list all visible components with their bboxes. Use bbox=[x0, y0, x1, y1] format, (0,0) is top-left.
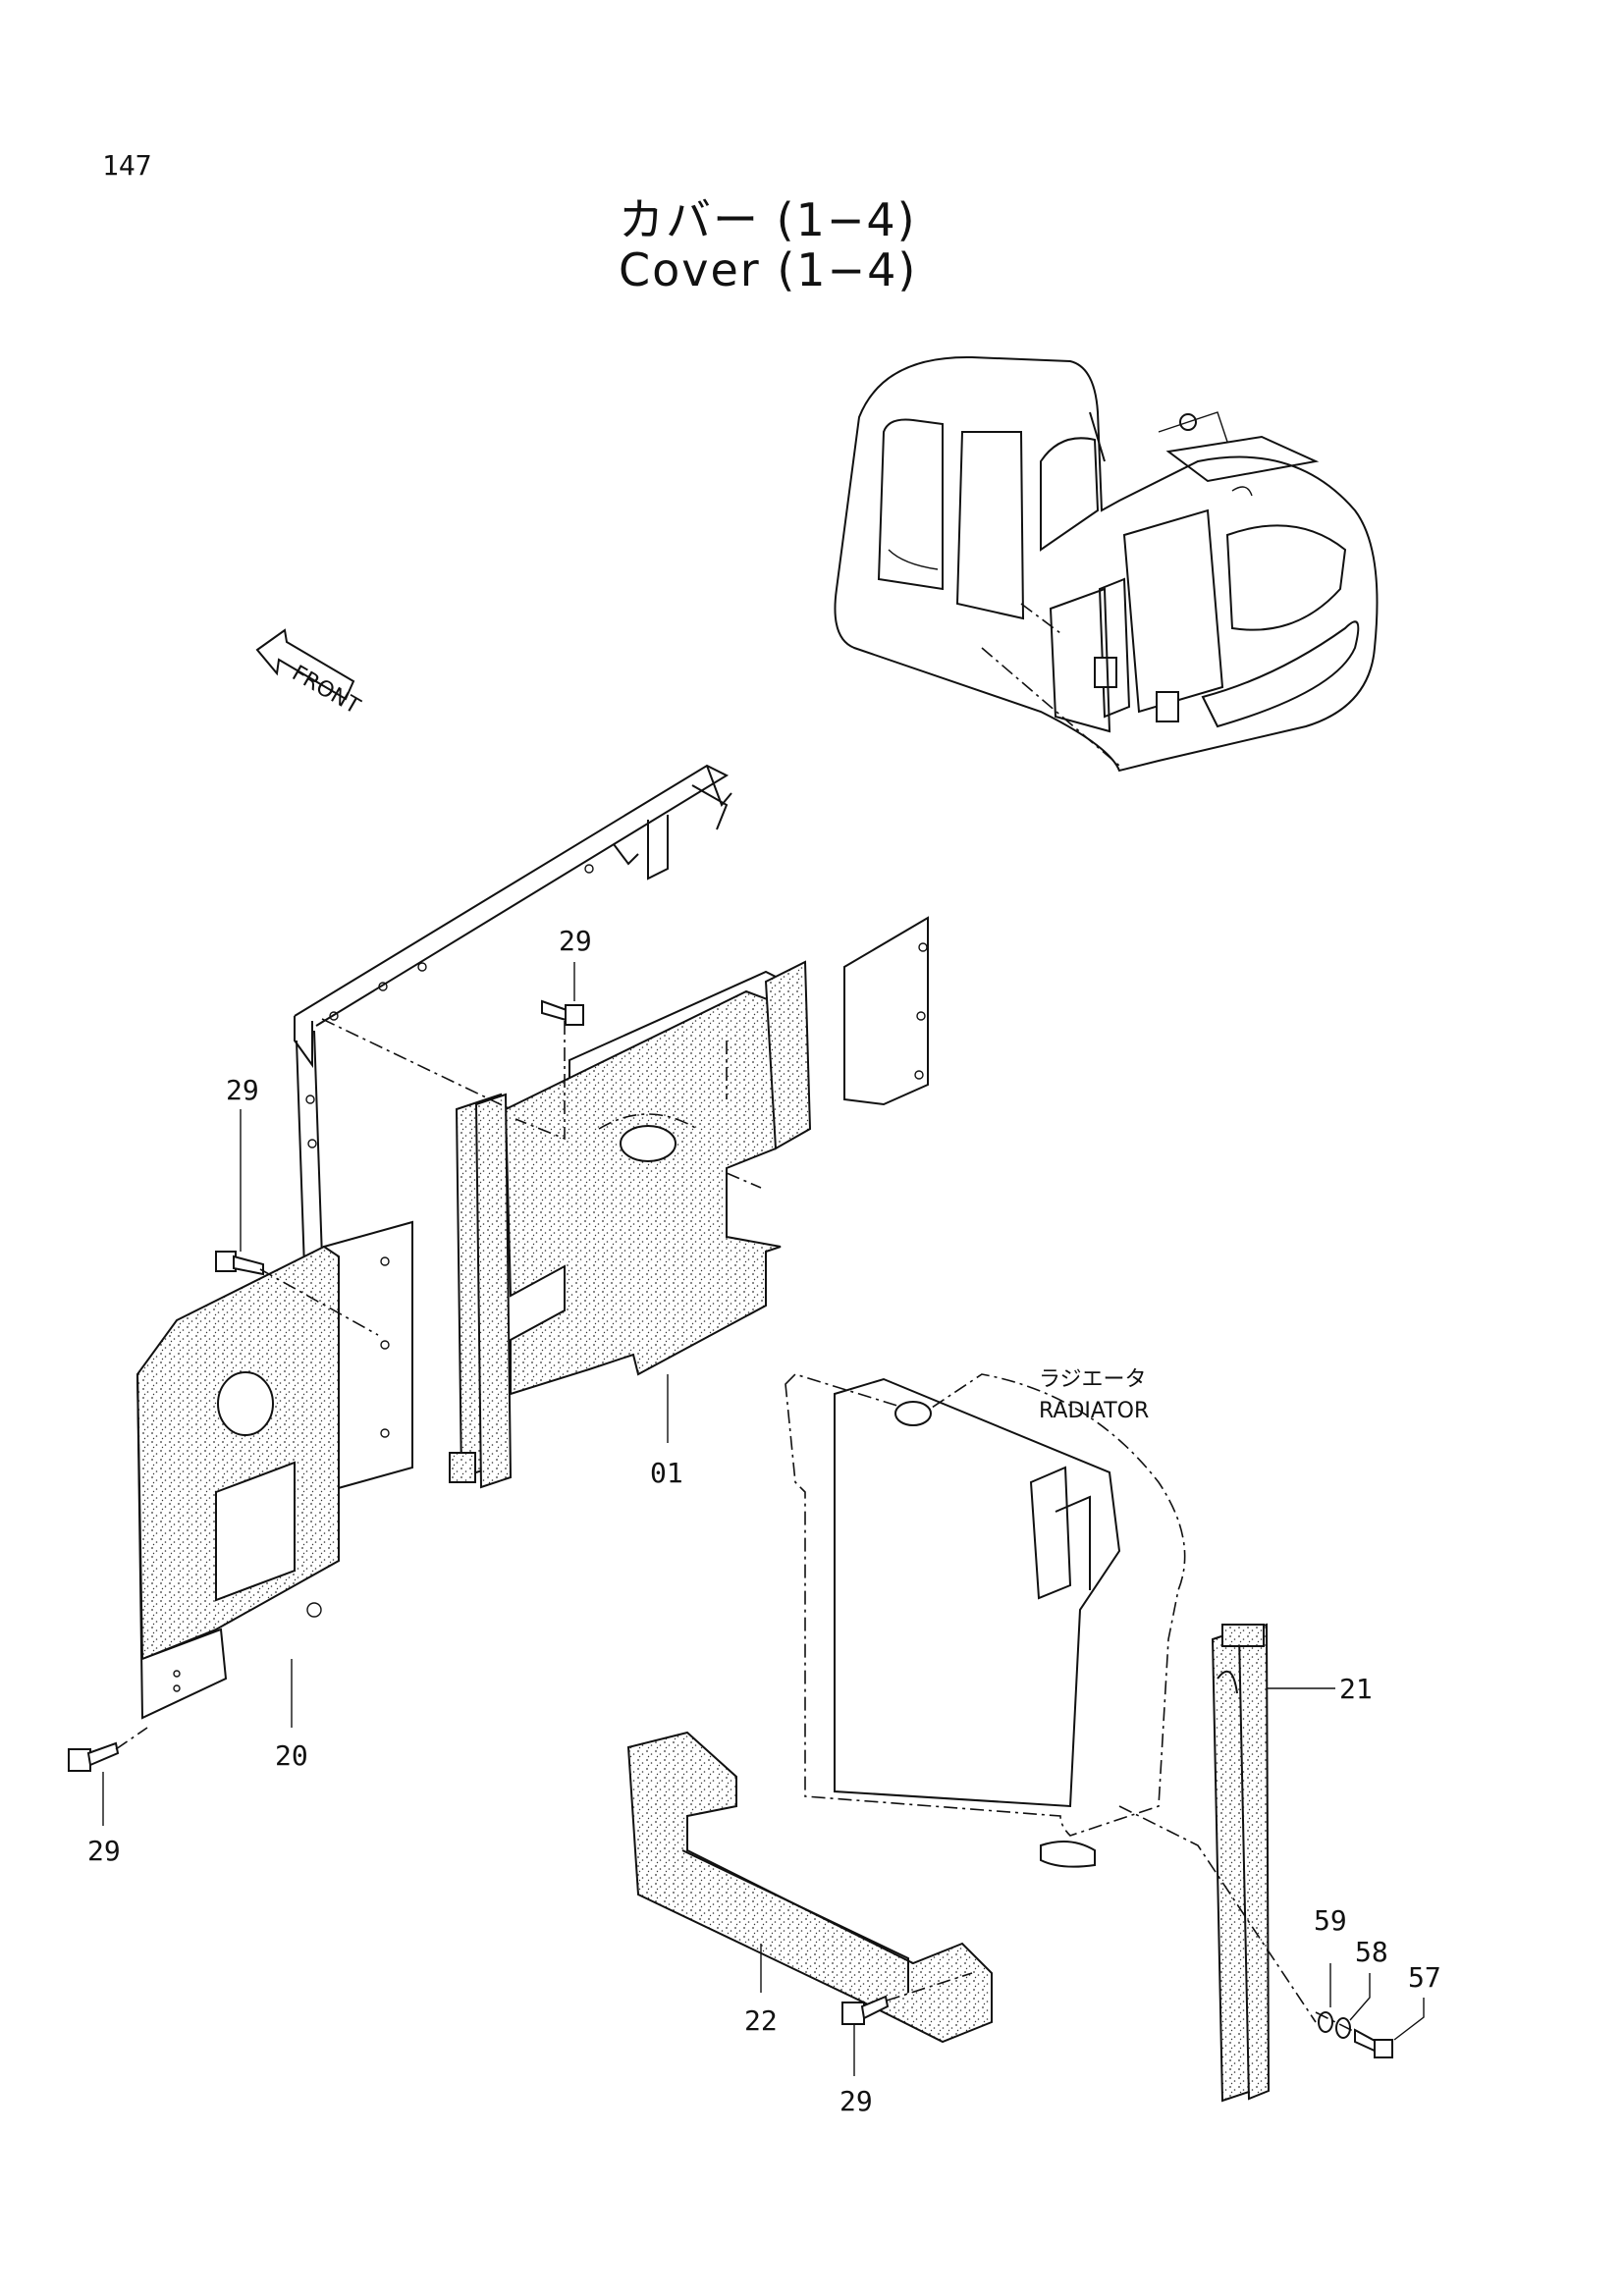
part-21-seal bbox=[1211, 1623, 1271, 2103]
bolt-29-top bbox=[541, 999, 584, 1026]
callout-29-top: 29 bbox=[559, 925, 592, 957]
page-number: 147 bbox=[102, 149, 152, 182]
part-01-cover bbox=[449, 916, 929, 1489]
assembly-lines bbox=[115, 1018, 1356, 2033]
callout-01: 01 bbox=[650, 1457, 683, 1489]
bolt-29-bottom-left bbox=[68, 1741, 120, 1772]
callout-29-bottom: 29 bbox=[839, 2085, 873, 2117]
callout-58: 58 bbox=[1355, 1936, 1388, 1968]
radiator-label-en: RADIATOR bbox=[1039, 1399, 1149, 1423]
front-arrow-label: FRONT bbox=[288, 662, 364, 721]
callout-20: 20 bbox=[275, 1739, 308, 1772]
radiator-label-jp: ラジエータ bbox=[1039, 1367, 1147, 1392]
page-title-jp: カバー (1−4) bbox=[619, 193, 917, 246]
page-title-en: Cover (1−4) bbox=[619, 243, 918, 296]
washer-58 bbox=[1335, 2017, 1351, 2039]
leader-lines bbox=[102, 962, 1425, 2076]
callout-21: 21 bbox=[1339, 1673, 1373, 1705]
front-arrow: FRONT bbox=[255, 628, 364, 721]
callout-29-bottom-left: 29 bbox=[87, 1835, 121, 1867]
part-22-seal bbox=[626, 1731, 993, 2044]
frame-rail bbox=[294, 764, 732, 1327]
washer-59 bbox=[1318, 2011, 1333, 2033]
bolt-29-bottom bbox=[841, 1995, 890, 2025]
bolt-57 bbox=[1354, 2028, 1393, 2058]
excavator-overview bbox=[834, 355, 1379, 773]
part-20-cover bbox=[135, 1220, 413, 1720]
callout-59: 59 bbox=[1314, 1904, 1347, 1937]
callout-22: 22 bbox=[744, 2004, 778, 2037]
bolt-29-left bbox=[215, 1251, 264, 1276]
callout-labels: 29 29 29 29 01 20 21 22 57 58 59 ラジエータ R… bbox=[87, 925, 1441, 2117]
callout-29-left: 29 bbox=[226, 1074, 259, 1106]
callout-57: 57 bbox=[1408, 1961, 1441, 1994]
radiator-outline bbox=[785, 1373, 1186, 1868]
